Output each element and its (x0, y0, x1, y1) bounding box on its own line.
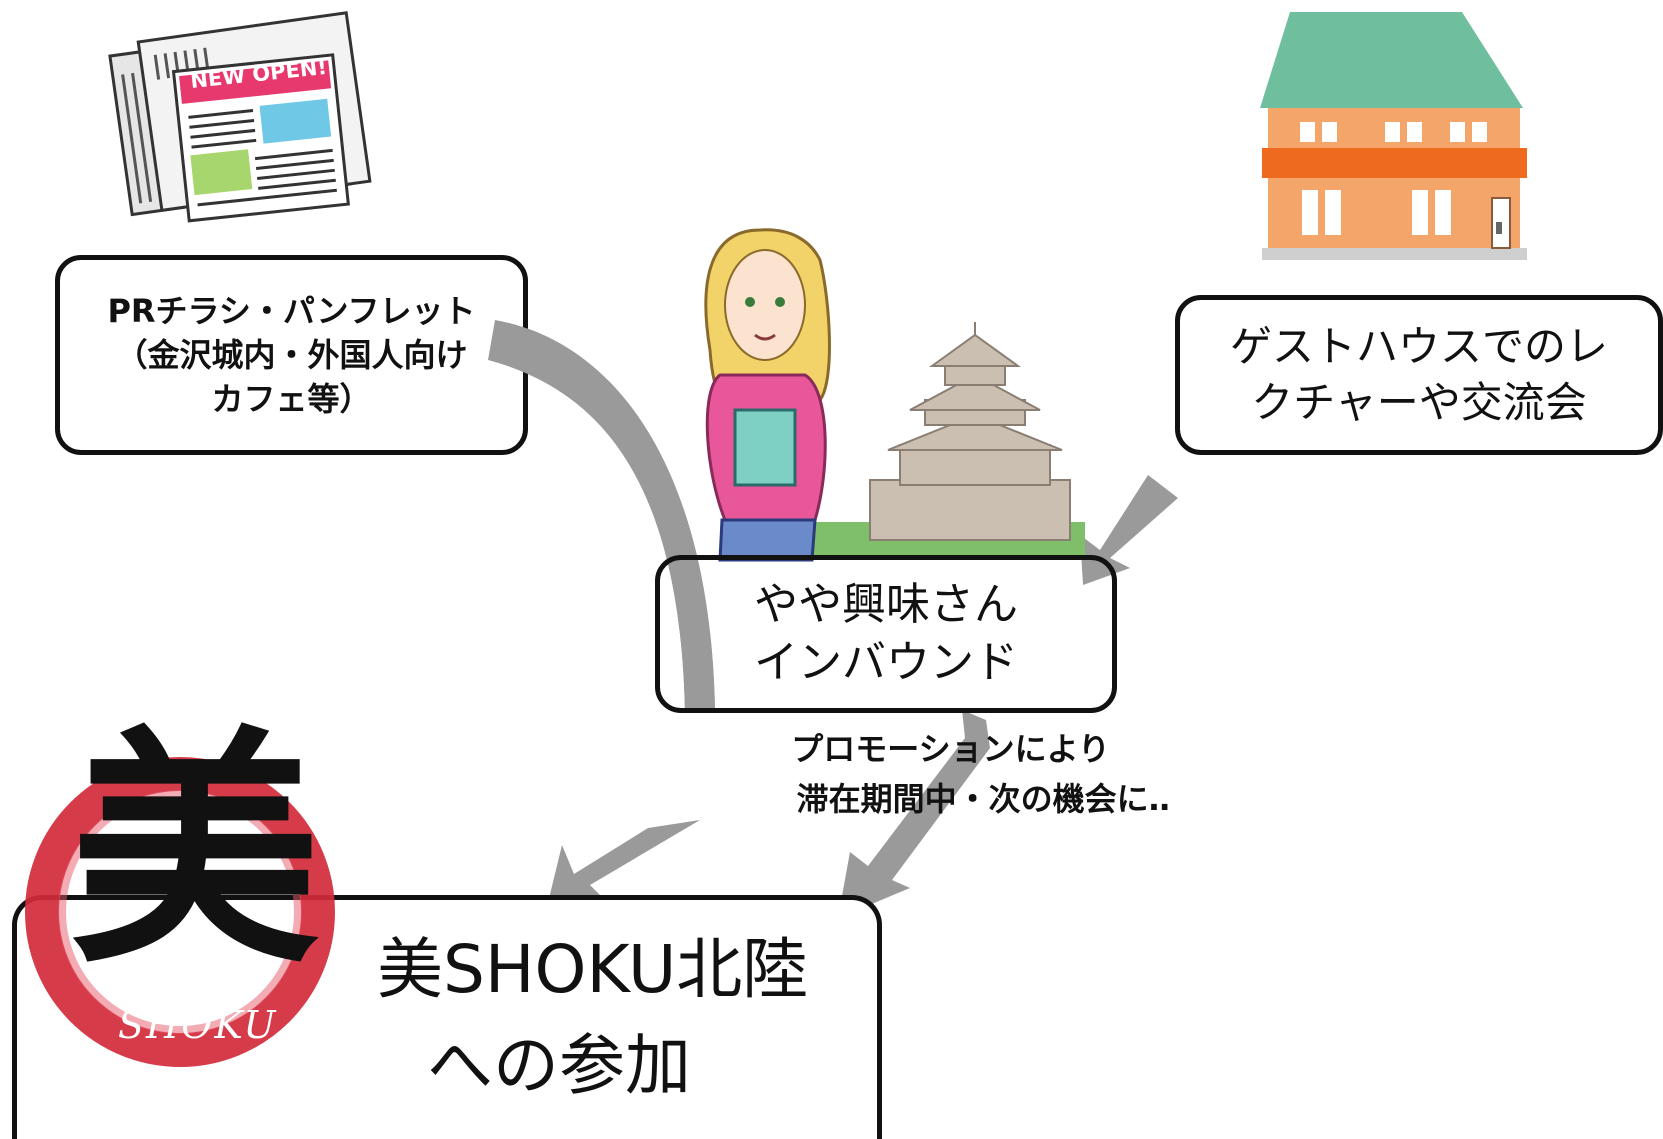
arrow-head-left-bishoku (545, 820, 700, 915)
bishoku-title: 美SHOKU北陸 への参加 (377, 930, 808, 1106)
promotion-note: プロモーションにより 滞在期間中・次の機会に‥ (690, 724, 1170, 824)
inbound-box: やや興味さん インバウンド (655, 555, 1117, 713)
castle-icon (869, 322, 1071, 541)
inbound-line-1: やや興味さん (754, 579, 1018, 630)
guesthouse-line-1: ゲストハウスでのレ (1229, 322, 1608, 371)
arrow-guesthouse-to-inbound (1080, 475, 1178, 585)
logo-kanji: 美 (70, 703, 320, 997)
logo-sub: SHOKU (118, 1003, 278, 1047)
bishoku-line-2: への参加 (427, 1027, 691, 1104)
pr-line-3: カフェ等） (211, 380, 372, 418)
guesthouse-box: ゲストハウスでのレ クチャーや交流会 (1175, 295, 1663, 455)
bishoku-line-1: 美SHOKU北陸 (377, 931, 809, 1008)
bishoku-box: 美SHOKU北陸 への参加 (12, 895, 882, 1139)
pr-line-2: （金沢城内・外国人向け (115, 336, 468, 374)
promotion-line-2: 滞在期間中・次の機会に‥ (796, 780, 1170, 818)
inbound-line-2: インバウンド (754, 637, 1018, 688)
pr-flyer-box: PRチラシ・パンフレット （金沢城内・外国人向け カフェ等） (55, 255, 528, 455)
guesthouse-line-2: クチャーや交流会 (1251, 378, 1587, 427)
arrow-inbound-to-bishoku (838, 710, 990, 918)
woman-figure (704, 228, 831, 562)
pr-line-1: PRチラシ・パンフレット (107, 292, 476, 330)
promotion-line-1: プロモーションにより (791, 730, 1110, 768)
